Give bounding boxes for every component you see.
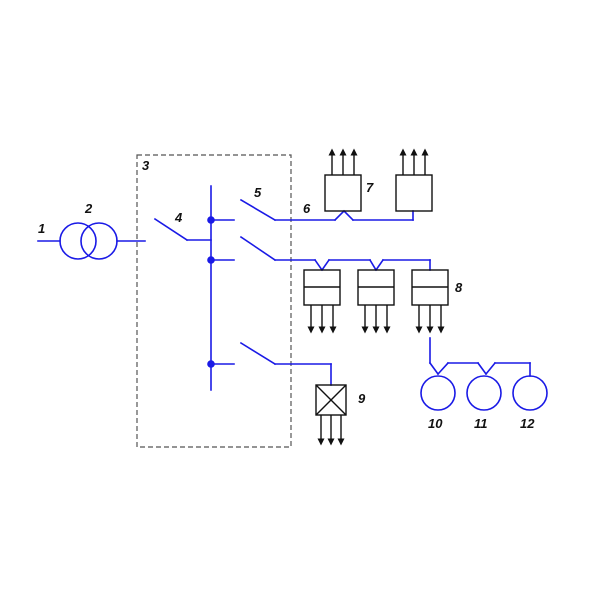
transformer (37, 222, 146, 260)
split-unit-b (357, 269, 395, 334)
label-8: 8 (455, 280, 463, 295)
transformer-winding-2-icon (80, 222, 118, 260)
transformer-winding-1-icon (59, 222, 97, 260)
label-2: 2 (84, 201, 93, 216)
hatched-unit-a (324, 148, 362, 212)
label-9: 9 (358, 391, 366, 406)
label-3: 3 (142, 158, 150, 173)
label-1: 1 (38, 221, 45, 236)
crossed-unit (315, 384, 347, 446)
label-7: 7 (366, 180, 374, 195)
motor-branch (428, 337, 531, 377)
label-5: 5 (254, 185, 262, 200)
label-4: 4 (174, 210, 183, 225)
split-unit-c (411, 269, 449, 334)
feeder-2 (210, 235, 431, 272)
label-12: 12 (520, 416, 535, 431)
label-11: 11 (474, 416, 488, 431)
hatched-unit-b (395, 148, 433, 212)
motor-12-icon (512, 375, 548, 411)
motor-11-icon (466, 375, 502, 411)
label-10: 10 (428, 416, 443, 431)
feeder-3 (210, 341, 332, 386)
feeder-1 (210, 198, 414, 222)
motor-10-icon (420, 375, 456, 411)
switchgear-boundary (136, 154, 292, 448)
label-6: 6 (303, 201, 311, 216)
split-unit-a (303, 269, 341, 334)
main-breaker (153, 217, 212, 242)
